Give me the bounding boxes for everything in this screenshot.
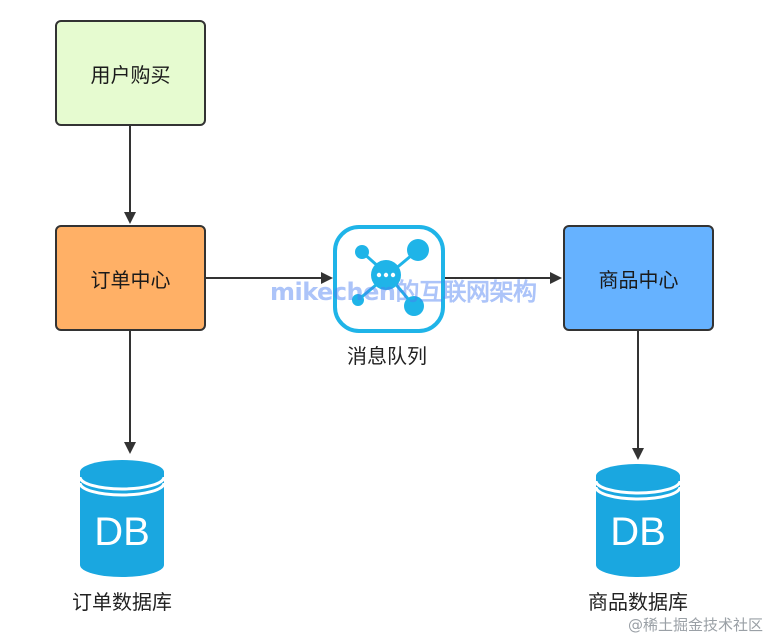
message-queue-label: 消息队列 <box>347 344 427 368</box>
order-db-icon-text: DB <box>94 510 150 554</box>
order-center-node: 订单中心 <box>55 225 206 331</box>
product-db-icon-text: DB <box>610 510 666 554</box>
order-center-label: 订单中心 <box>90 267 171 292</box>
product-center-node: 商品中心 <box>563 225 714 331</box>
footer-watermark: @稀土掘金技术社区 <box>627 616 763 634</box>
product-center-label: 商品中心 <box>598 267 679 292</box>
product-database-icon: DB <box>594 464 682 577</box>
message-queue-icon <box>333 225 445 333</box>
user-purchase-node: 用户购买 <box>55 20 206 126</box>
order-database-label: 订单数据库 <box>72 590 172 614</box>
user-purchase-label: 用户购买 <box>90 62 171 87</box>
product-database-label: 商品数据库 <box>588 590 688 614</box>
order-database-icon: DB <box>78 460 166 577</box>
watermark-text: mikechen的互联网架构 <box>270 278 537 306</box>
